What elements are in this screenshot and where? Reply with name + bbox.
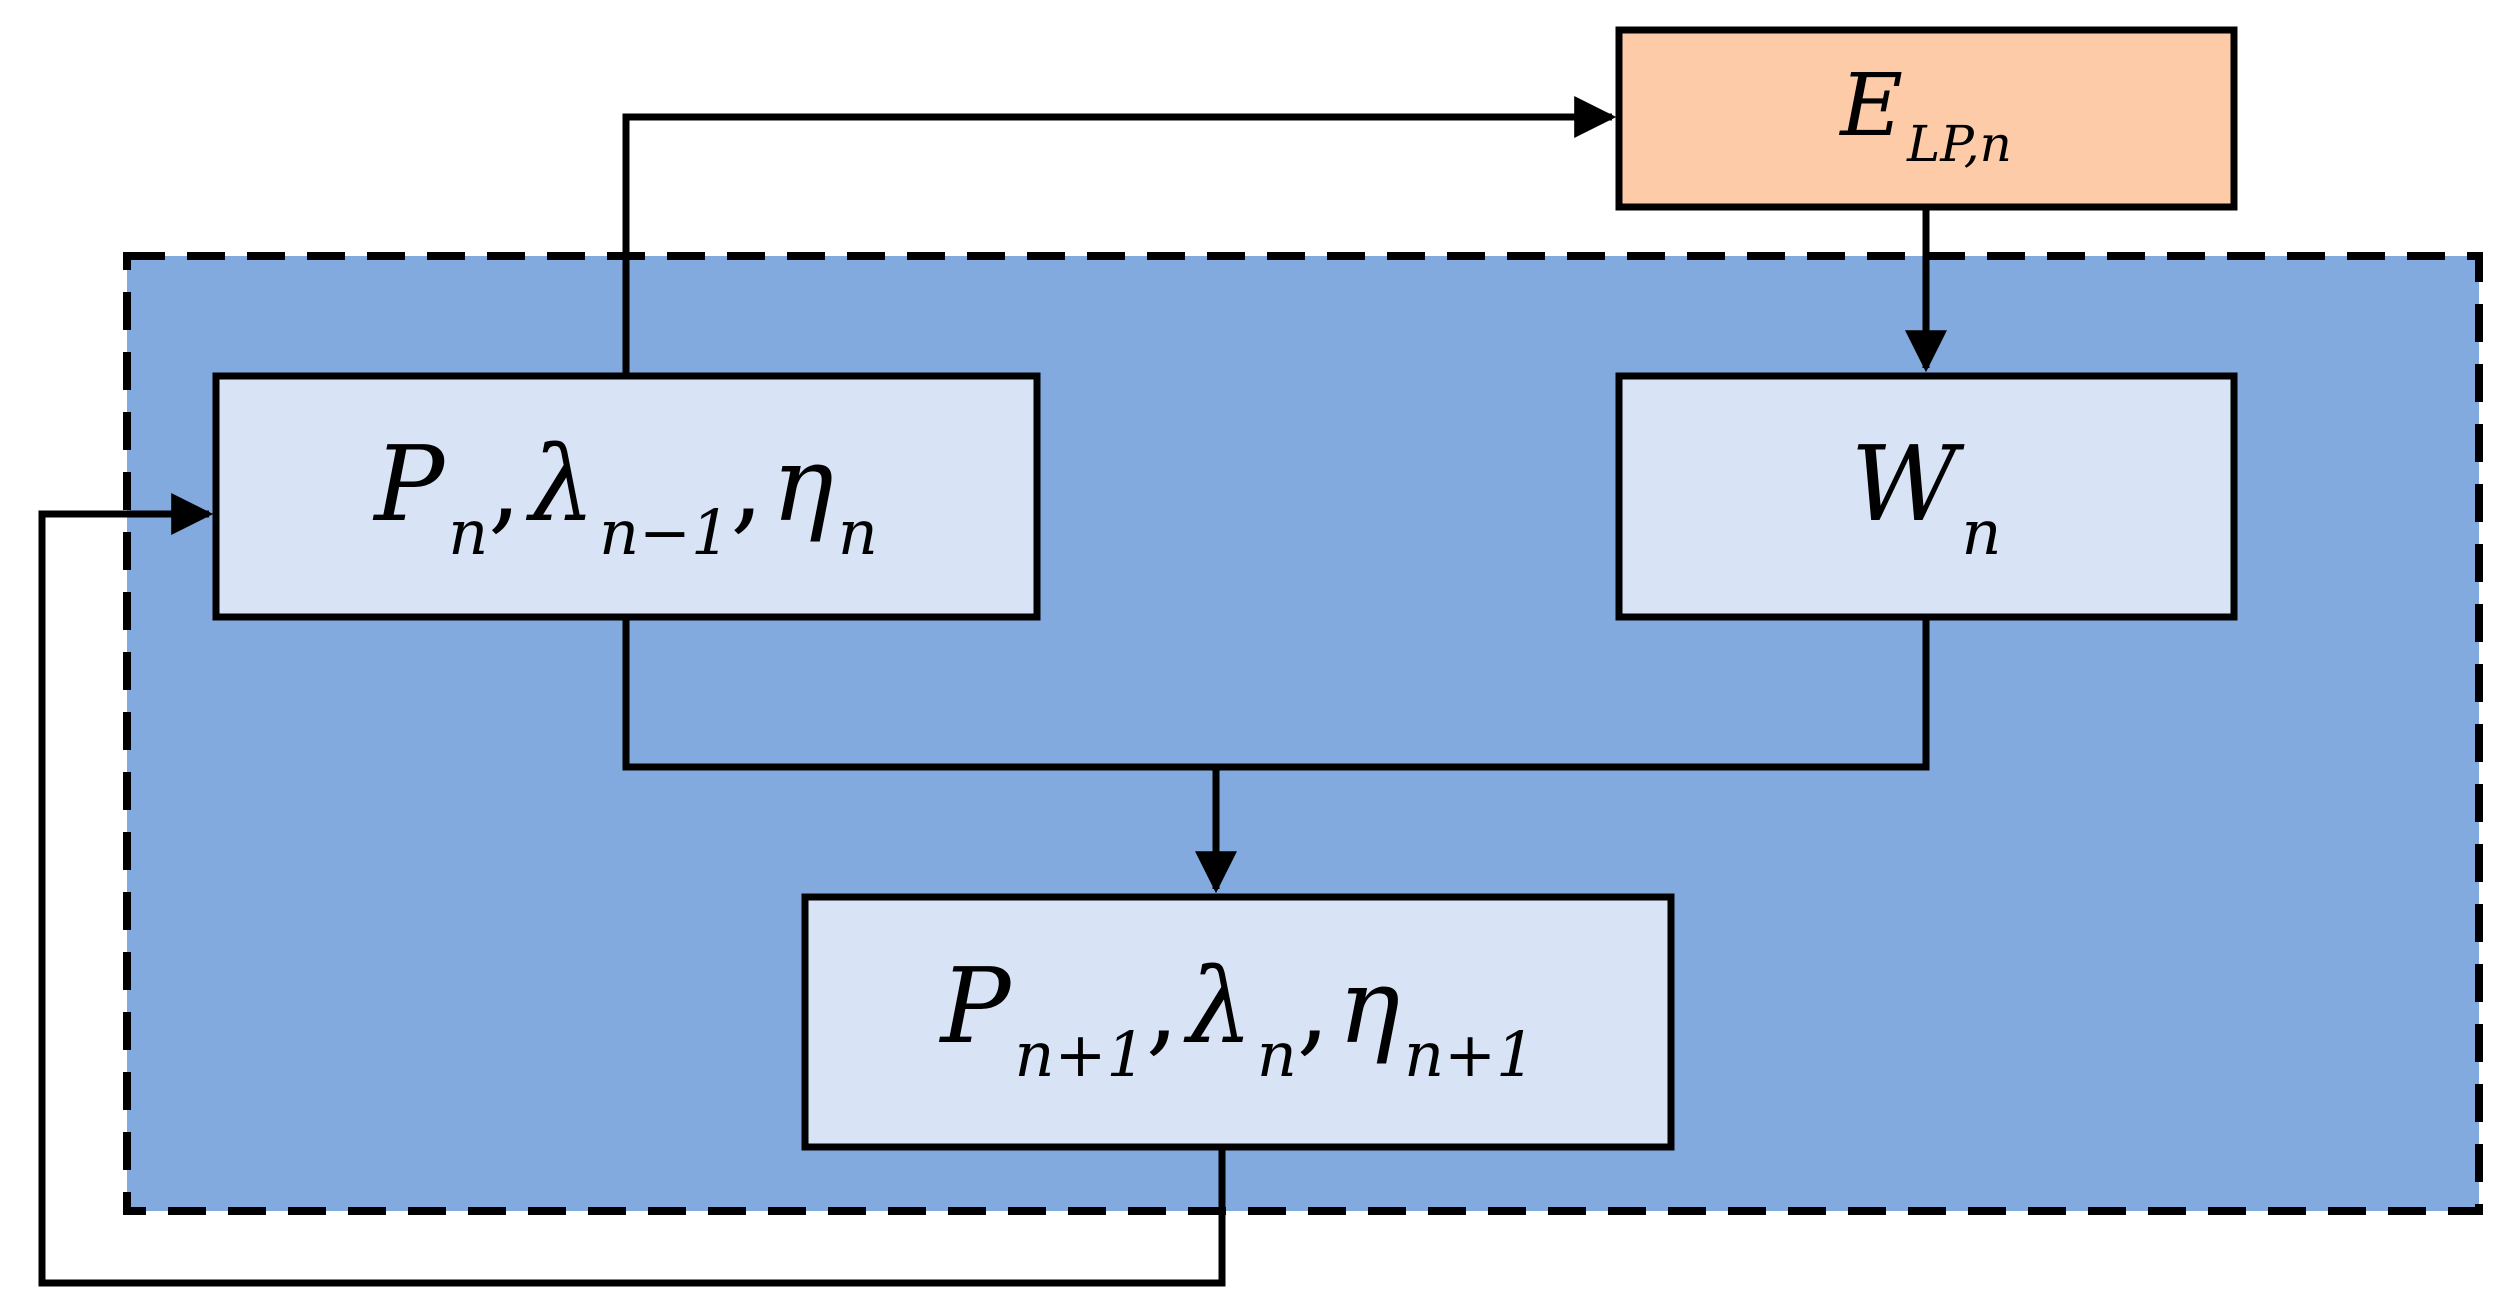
- next-state-label: Pn+1,λn,ηn+1: [939, 945, 1536, 1091]
- current-state-label: Pn,λn−1,ηn: [372, 423, 878, 569]
- weight-box: [1615, 372, 2238, 621]
- feedback-loop-arrow: [38, 493, 1226, 1287]
- next-state-p: P: [939, 945, 1013, 1067]
- energy-box: [1615, 26, 2238, 211]
- merge-connector: [622, 619, 1930, 771]
- current-state-separator-1: ,: [488, 423, 521, 545]
- next-state-box: [801, 893, 1675, 1151]
- current-state-p: P: [372, 423, 446, 545]
- current-state-box: [212, 372, 1041, 621]
- next-state-p-subscript: n+1: [1015, 1018, 1146, 1091]
- energy-symbol: E: [1838, 56, 1903, 156]
- energy-label: ELP,n: [1838, 56, 2012, 173]
- next-state-separator-2: ,: [1297, 945, 1330, 1067]
- next-state-eta-subscript: n+1: [1404, 1018, 1535, 1091]
- arrow-state-to-energy: [622, 96, 1617, 373]
- next-state-separator-1: ,: [1146, 945, 1179, 1067]
- current-state-p-subscript: n: [448, 496, 488, 569]
- next-state-lambda: λ: [1183, 945, 1253, 1067]
- energy-subscript: LP,n: [1906, 115, 2012, 173]
- next-state-lambda-subscript: n: [1257, 1018, 1297, 1091]
- weight-subscript: n: [1961, 496, 2001, 569]
- current-state-separator-2: ,: [730, 423, 763, 545]
- current-state-lambda-subscript: n−1: [599, 496, 730, 569]
- weight-symbol: W: [1851, 423, 1965, 545]
- current-state-lambda: λ: [525, 423, 595, 545]
- weight-label: Wn: [1851, 423, 2002, 569]
- next-state-eta: η: [1338, 945, 1400, 1067]
- current-state-eta: η: [772, 423, 834, 545]
- current-state-eta-subscript: n: [838, 496, 878, 569]
